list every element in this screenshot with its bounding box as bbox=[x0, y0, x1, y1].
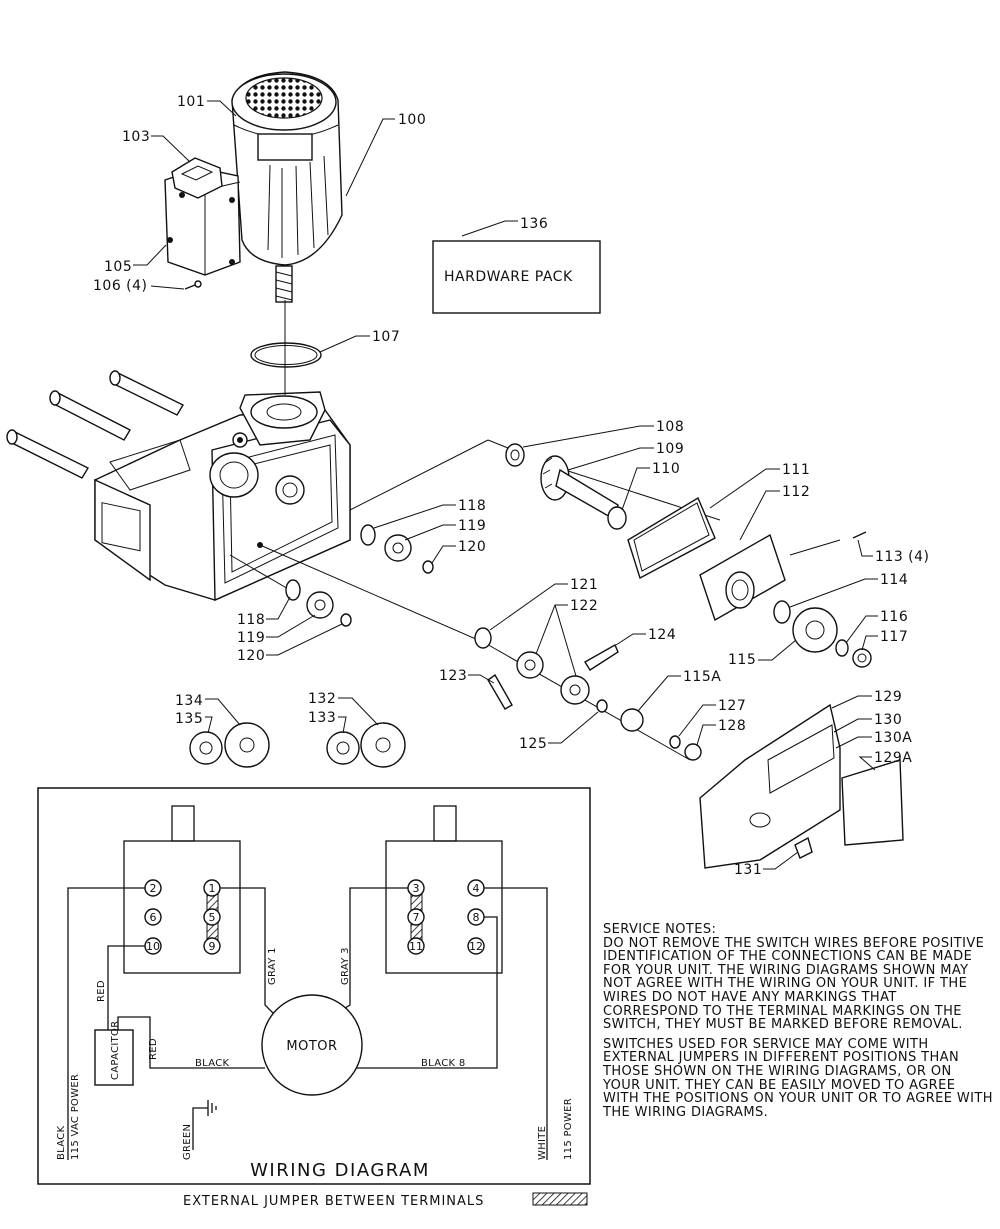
terminal-5: 5 bbox=[209, 911, 216, 924]
label-118a: 118 bbox=[458, 498, 486, 514]
label-107: 107 bbox=[372, 329, 400, 345]
label-117: 117 bbox=[880, 629, 908, 645]
label-100: 100 bbox=[398, 112, 426, 128]
label-131: 131 bbox=[734, 862, 762, 878]
hardware-pack-label: HARDWARE PACK bbox=[444, 269, 573, 285]
left-power-115vac-label: 115 VAC POWER bbox=[70, 1074, 81, 1160]
wire-red-cap-label: RED bbox=[148, 1038, 159, 1060]
right-switch bbox=[385, 840, 503, 974]
label-133: 133 bbox=[308, 710, 336, 726]
part-labels: 100 101 103 105 106 (4) 107 136 108 109 … bbox=[93, 94, 930, 878]
terminal-1: 1 bbox=[209, 882, 216, 895]
motor-label: MOTOR bbox=[286, 1039, 337, 1054]
label-135: 135 bbox=[175, 711, 203, 727]
terminal-8: 8 bbox=[473, 911, 480, 924]
label-125: 125 bbox=[519, 736, 547, 752]
label-127: 127 bbox=[718, 698, 746, 714]
label-118b: 118 bbox=[237, 612, 265, 628]
jumper-legend-label: EXTERNAL JUMPER BETWEEN TERMINALS bbox=[183, 1194, 484, 1209]
label-119b: 119 bbox=[237, 630, 265, 646]
wire-gray3-label: GRAY 3 bbox=[340, 947, 351, 985]
explode-lines bbox=[229, 300, 841, 761]
label-123: 123 bbox=[439, 668, 467, 684]
wire-black-label: BLACK bbox=[195, 1058, 230, 1069]
gearbox-housing bbox=[6, 370, 351, 602]
jumper-legend-swatch bbox=[532, 1192, 588, 1206]
change-gear-sets bbox=[189, 722, 406, 768]
label-128: 128 bbox=[718, 718, 746, 734]
label-116: 116 bbox=[880, 609, 908, 625]
front-cover bbox=[699, 703, 904, 869]
label-103: 103 bbox=[122, 129, 150, 145]
right-power-115-label: 115 POWER bbox=[563, 1098, 574, 1160]
label-130: 130 bbox=[874, 712, 902, 728]
terminal-12: 12 bbox=[469, 940, 483, 953]
label-122: 122 bbox=[570, 598, 598, 614]
wiring-diagram: 2 1 6 5 10 9 3 4 7 8 11 12 MOTOR bbox=[37, 787, 591, 1185]
gear-train-parts bbox=[285, 443, 872, 761]
label-115a: 115A bbox=[683, 669, 721, 685]
service-notes-para1: DO NOT REMOVE THE SWITCH WIRES BEFORE PO… bbox=[603, 935, 985, 1033]
label-121: 121 bbox=[570, 577, 598, 593]
label-132: 132 bbox=[308, 691, 336, 707]
terminal-2: 2 bbox=[150, 882, 157, 895]
label-112: 112 bbox=[782, 484, 810, 500]
terminal-7: 7 bbox=[413, 911, 420, 924]
jumper-legend: EXTERNAL JUMPER BETWEEN TERMINALS bbox=[183, 1192, 588, 1209]
label-110: 110 bbox=[652, 461, 680, 477]
service-notes-heading: SERVICE NOTES: bbox=[603, 922, 717, 937]
capacitor bbox=[94, 1029, 134, 1086]
wire-green-label: GREEN bbox=[182, 1124, 193, 1160]
terminal-4: 4 bbox=[473, 882, 480, 895]
terminal-10: 10 bbox=[146, 940, 160, 953]
right-power-white-label: WHITE bbox=[537, 1126, 548, 1160]
label-113: 113 (4) bbox=[875, 549, 930, 565]
label-119a: 119 bbox=[458, 518, 486, 534]
label-114: 114 bbox=[880, 572, 908, 588]
ground-symbol bbox=[192, 1100, 217, 1150]
label-120a: 120 bbox=[458, 539, 486, 555]
label-124: 124 bbox=[648, 627, 676, 643]
label-111: 111 bbox=[782, 462, 810, 478]
left-power-black-label: BLACK bbox=[56, 1125, 67, 1160]
wiring-diagram-title: WIRING DIAGRAM bbox=[250, 1160, 430, 1181]
terminal-9: 9 bbox=[209, 940, 216, 953]
label-105: 105 bbox=[104, 259, 132, 275]
wire-gray1-label: GRAY 1 bbox=[267, 947, 278, 985]
label-120b: 120 bbox=[237, 648, 265, 664]
hardware-pack-box bbox=[432, 240, 601, 314]
label-129a: 129A bbox=[874, 750, 912, 766]
label-108: 108 bbox=[656, 419, 684, 435]
o-ring bbox=[250, 342, 322, 368]
label-101: 101 bbox=[177, 94, 205, 110]
wire-black8-label: BLACK 8 bbox=[421, 1058, 466, 1069]
motor-symbol bbox=[261, 994, 363, 1096]
label-129: 129 bbox=[874, 689, 902, 705]
service-notes-para2: SWITCHES USED FOR SERVICE MAY COME WITH … bbox=[603, 1036, 993, 1120]
label-115: 115 bbox=[728, 652, 756, 668]
wire-red-top-label: RED bbox=[96, 980, 107, 1002]
capacitor-label: CAPACITOR bbox=[110, 1021, 121, 1080]
label-130a: 130A bbox=[874, 730, 912, 746]
service-notes: SERVICE NOTES: DO NOT REMOVE THE SWITCH … bbox=[603, 923, 993, 1125]
label-106: 106 (4) bbox=[93, 278, 148, 294]
left-switch bbox=[123, 840, 241, 974]
terminal-11: 11 bbox=[409, 940, 423, 953]
label-134: 134 bbox=[175, 693, 203, 709]
motor-assembly bbox=[164, 71, 343, 303]
label-109: 109 bbox=[656, 441, 684, 457]
terminal-6: 6 bbox=[150, 911, 157, 924]
label-136: 136 bbox=[520, 216, 548, 232]
terminal-3: 3 bbox=[413, 882, 420, 895]
